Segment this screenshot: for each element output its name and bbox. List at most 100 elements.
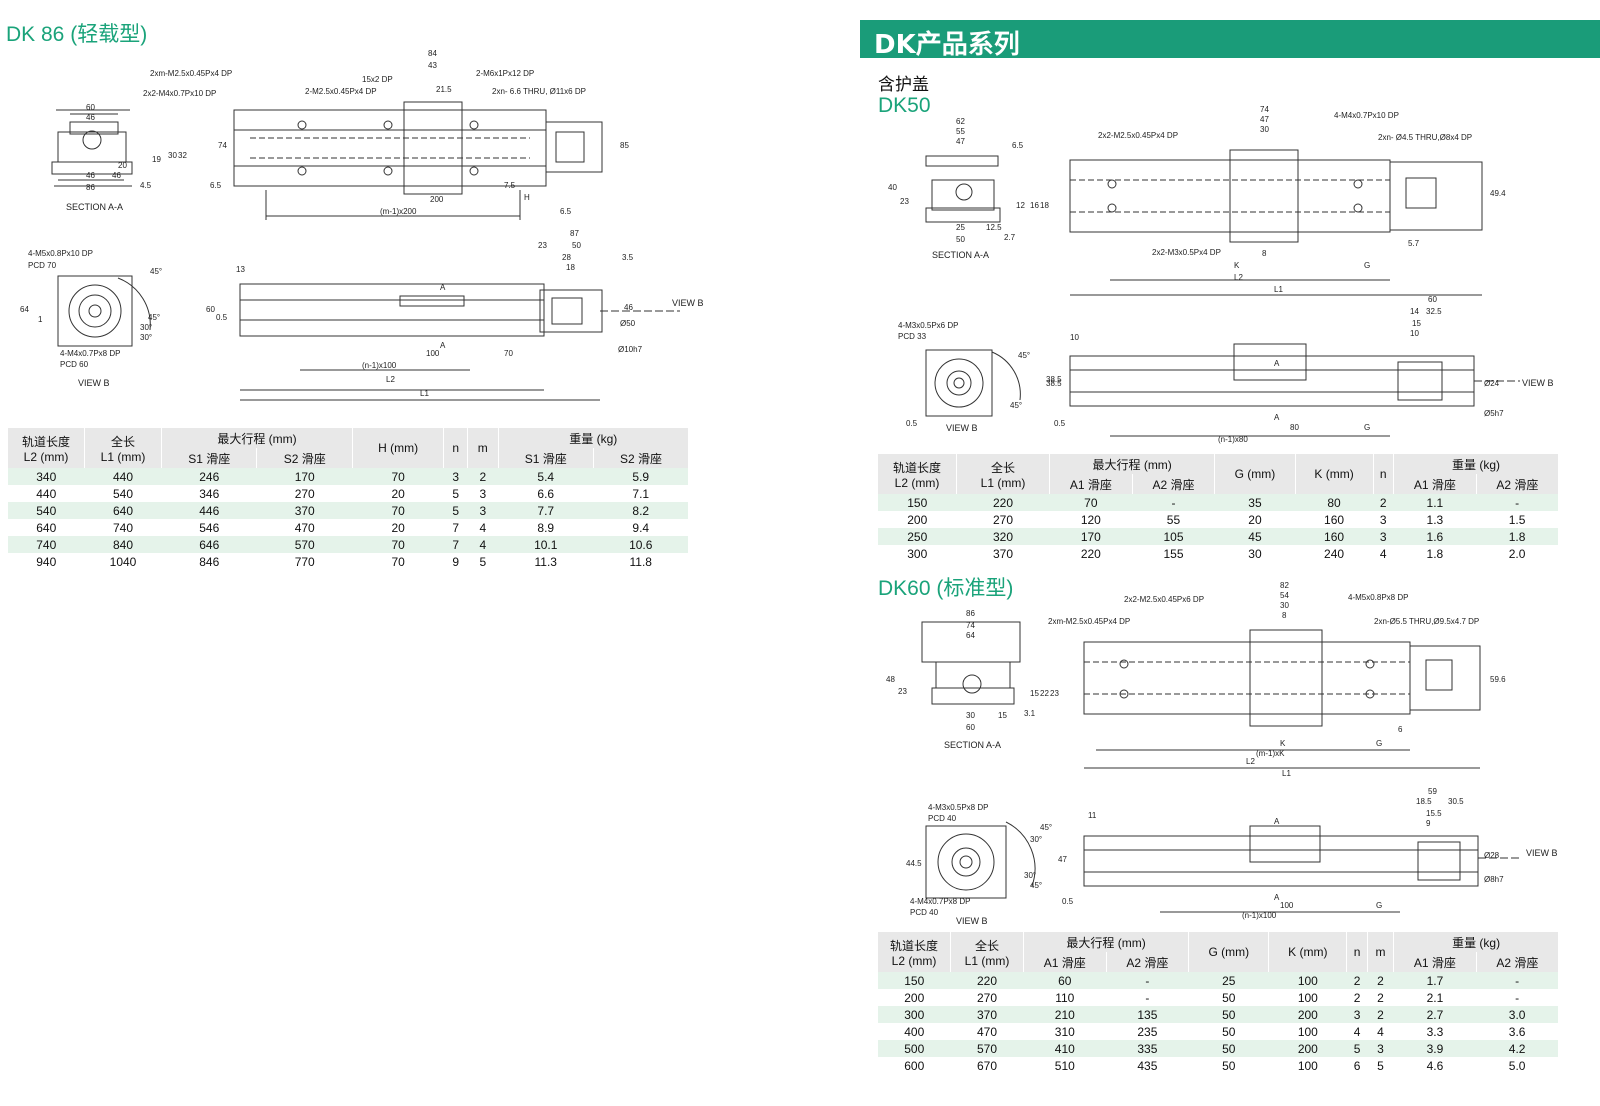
table-cell: 270 — [256, 485, 353, 502]
dimension-label: (m-1)x200 — [380, 207, 417, 216]
dk60-viewb-arrow-label: VIEW B — [1526, 848, 1558, 858]
dk60-th-l2: 轨道长度 L2 (mm) — [878, 932, 951, 972]
dimension-label: G — [1364, 261, 1370, 270]
table-cell: 3 — [443, 468, 468, 485]
dimension-label: 54 — [1280, 591, 1289, 600]
dimension-label: 85 — [620, 141, 629, 150]
table-cell: 940 — [8, 553, 85, 570]
table-cell: 10.1 — [498, 536, 594, 553]
table-cell: 446 — [161, 502, 257, 519]
table-cell: 250 — [878, 528, 957, 545]
table-cell: 20 — [352, 485, 444, 502]
table-cell: 570 — [950, 1040, 1024, 1057]
dimension-label: 19 — [152, 155, 161, 164]
dk50-th-w-a1: A1 滑座 — [1393, 474, 1477, 494]
dk50-callout-6: PCD 33 — [898, 332, 927, 341]
dimension-label: 25 — [956, 223, 965, 232]
dimension-label: L1 — [1282, 769, 1291, 778]
dimension-label: 23 — [1050, 689, 1059, 698]
table-cell: 5 — [1346, 1040, 1368, 1057]
table-cell: 770 — [256, 553, 353, 570]
table-cell: 70 — [352, 502, 444, 519]
table-cell: 440 — [84, 468, 162, 485]
table-cell: 640 — [84, 502, 162, 519]
dimension-label: 18.5 — [1416, 797, 1432, 806]
table-cell: 5 — [443, 485, 468, 502]
dimension-label: 28 — [562, 253, 571, 262]
table-cell: 370 — [950, 1006, 1024, 1023]
table-cell: 3.3 — [1393, 1023, 1477, 1040]
dimension-label: 13 — [236, 265, 245, 274]
table-cell: 546 — [161, 519, 257, 536]
dimension-label: G — [1376, 739, 1382, 748]
dimension-label: A — [1274, 359, 1280, 368]
dk86-callout-4: 2-M2.5x0.45Px4 DP — [305, 87, 377, 96]
dk60-th-a1: A1 滑座 — [1023, 952, 1107, 972]
table-cell: 510 — [1023, 1057, 1107, 1074]
table-cell: 135 — [1106, 1006, 1189, 1023]
dimension-label: 45° — [1018, 351, 1030, 360]
dimension-label: 70 — [504, 349, 513, 358]
dk50-th-n: n — [1373, 454, 1395, 494]
dk86-th-l2: 轨道长度 L2 (mm) — [8, 428, 85, 468]
table-cell: 70 — [352, 536, 444, 553]
dk86-callout-7: 4-M5x0.8Px10 DP — [28, 249, 93, 258]
table-cell: 740 — [8, 536, 85, 553]
dimension-label: L2 — [386, 375, 395, 384]
table-cell: 100 — [1268, 972, 1347, 989]
table-cell: 10.6 — [593, 536, 688, 553]
dk60-th-m: m — [1367, 932, 1395, 972]
table-cell: 35 — [1214, 494, 1296, 511]
table-cell: 3.0 — [1476, 1006, 1558, 1023]
table-cell: 3 — [1373, 528, 1394, 545]
table-cell: 45 — [1214, 528, 1296, 545]
dimension-label: 38.5 — [1046, 375, 1062, 384]
dimension-label: (n-1)x80 — [1218, 435, 1248, 444]
table-cell: 9.4 — [593, 519, 688, 536]
dimension-label: 15 — [998, 711, 1007, 720]
dimension-label: 18 — [566, 263, 575, 272]
table-cell: 1.8 — [1393, 545, 1477, 562]
dimension-label: 45° — [1010, 401, 1022, 410]
table-cell: 220 — [956, 494, 1050, 511]
table-cell: 5 — [467, 553, 499, 570]
dk60-section-view — [921, 621, 1021, 705]
dk50-viewb-arrow-label: VIEW B — [1522, 378, 1554, 388]
table-cell: 4 — [1373, 545, 1394, 562]
dk60-view-b — [925, 821, 1036, 899]
dk50-th-a1: A1 滑座 — [1049, 474, 1133, 494]
table-cell: 160 — [1295, 528, 1373, 545]
table-cell: 120 — [1049, 511, 1133, 528]
series-subtitle: 含护盖 — [878, 75, 929, 95]
dk86-section-view — [51, 109, 133, 187]
dimension-label: 46 — [624, 303, 633, 312]
dimension-label: 15 — [1030, 689, 1039, 698]
table-cell: 60 — [1023, 972, 1107, 989]
table-cell: 2 — [1367, 972, 1394, 989]
dimension-label: 7.5 — [504, 181, 516, 190]
dimension-label: 47 — [956, 137, 965, 146]
dimension-label: (m-1)xK — [1256, 749, 1285, 758]
dimension-label: 6.5 — [560, 207, 572, 216]
dimension-label: 15.5 — [1426, 809, 1442, 818]
table-cell: 7.7 — [498, 502, 594, 519]
dimension-label: 46 — [86, 171, 95, 180]
dk50-th-l2: 轨道长度 L2 (mm) — [878, 454, 957, 494]
table-cell: 740 — [84, 519, 162, 536]
dk50-top-view — [1069, 149, 1483, 296]
table-cell: - — [1132, 494, 1215, 511]
dimension-label: 30° — [1024, 871, 1036, 880]
table-cell: 1.1 — [1393, 494, 1477, 511]
series-banner: DK产品系列 — [860, 20, 1600, 60]
table-cell: 570 — [256, 536, 353, 553]
table-cell: 50 — [1188, 1057, 1269, 1074]
table-cell: - — [1476, 989, 1558, 1006]
dimension-label: 86 — [86, 183, 95, 192]
dk50-side-view — [1069, 343, 1520, 437]
dimension-label: 12 — [1016, 201, 1025, 210]
dk86-view-b — [57, 275, 151, 347]
dk60-viewb-label: VIEW B — [956, 916, 988, 926]
table-cell: 5.4 — [498, 468, 594, 485]
